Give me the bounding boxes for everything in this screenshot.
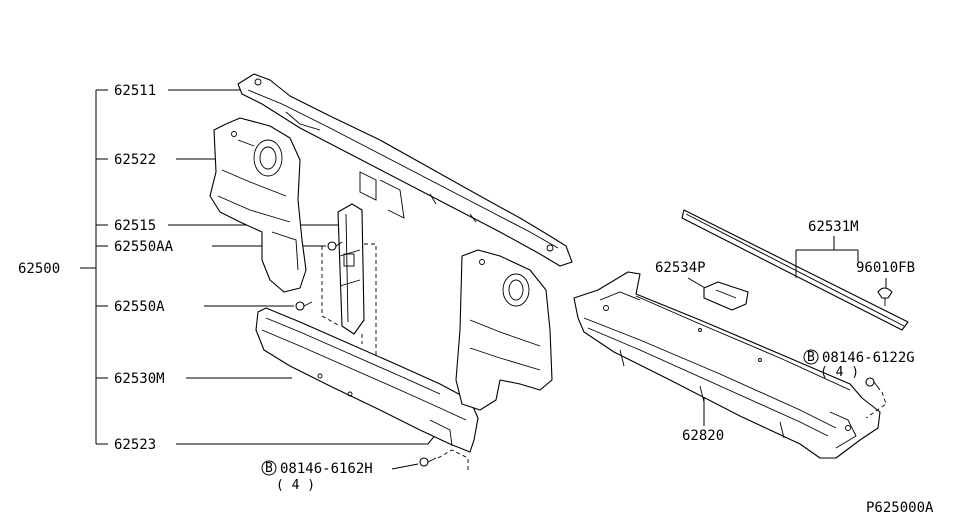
label-96010fb: 96010FB	[856, 260, 915, 276]
lower-rail-62530m	[255, 307, 479, 453]
label-62550aa: 62550AA	[114, 239, 174, 255]
bolt-right-circle-letter: B	[807, 350, 815, 365]
center-stay-62515	[337, 203, 365, 335]
bolt-left-part-number: 08146-6162H	[280, 461, 373, 477]
label-62550a: 62550A	[114, 299, 165, 315]
label-62530m: 62530M	[114, 371, 165, 387]
leader-bolt-left	[391, 463, 419, 470]
bolt-left-qty: ( 4 )	[276, 478, 315, 493]
label-62820: 62820	[682, 428, 724, 444]
bolt-left-circle-icon	[261, 460, 277, 476]
side-member-62522	[209, 117, 307, 293]
bolt-08146-6122g-icon	[865, 377, 887, 419]
clip-96010fb-icon	[877, 278, 893, 306]
diagram-code: P625000A	[866, 500, 934, 516]
label-62531m: 62531M	[808, 219, 859, 235]
upper-rail-62511	[237, 73, 573, 267]
bracket-62534p	[703, 281, 749, 311]
label-62522: 62522	[114, 152, 156, 168]
bolt-08146-6162h-icon	[419, 449, 469, 470]
label-62523: 62523	[114, 437, 156, 453]
undercover-62820	[573, 271, 881, 459]
assembly-bracket	[80, 89, 108, 445]
bolt-right-qty: ( 4 )	[820, 365, 859, 380]
side-member-62523	[455, 249, 553, 411]
leader-62531m	[795, 236, 859, 278]
label-62515: 62515	[114, 218, 156, 234]
seal-62531m	[681, 209, 909, 331]
bolt-62550a-icon	[295, 301, 313, 311]
bolt-62550aa-icon	[327, 241, 343, 251]
bolt-right-part-number: 08146-6122G	[822, 350, 915, 366]
label-62511: 62511	[114, 83, 156, 99]
bolt-right-circle-icon	[803, 349, 819, 365]
bolt-left-circle-letter: B	[265, 461, 273, 476]
label-62534p: 62534P	[655, 260, 706, 276]
assembly-label: 62500	[18, 261, 60, 277]
